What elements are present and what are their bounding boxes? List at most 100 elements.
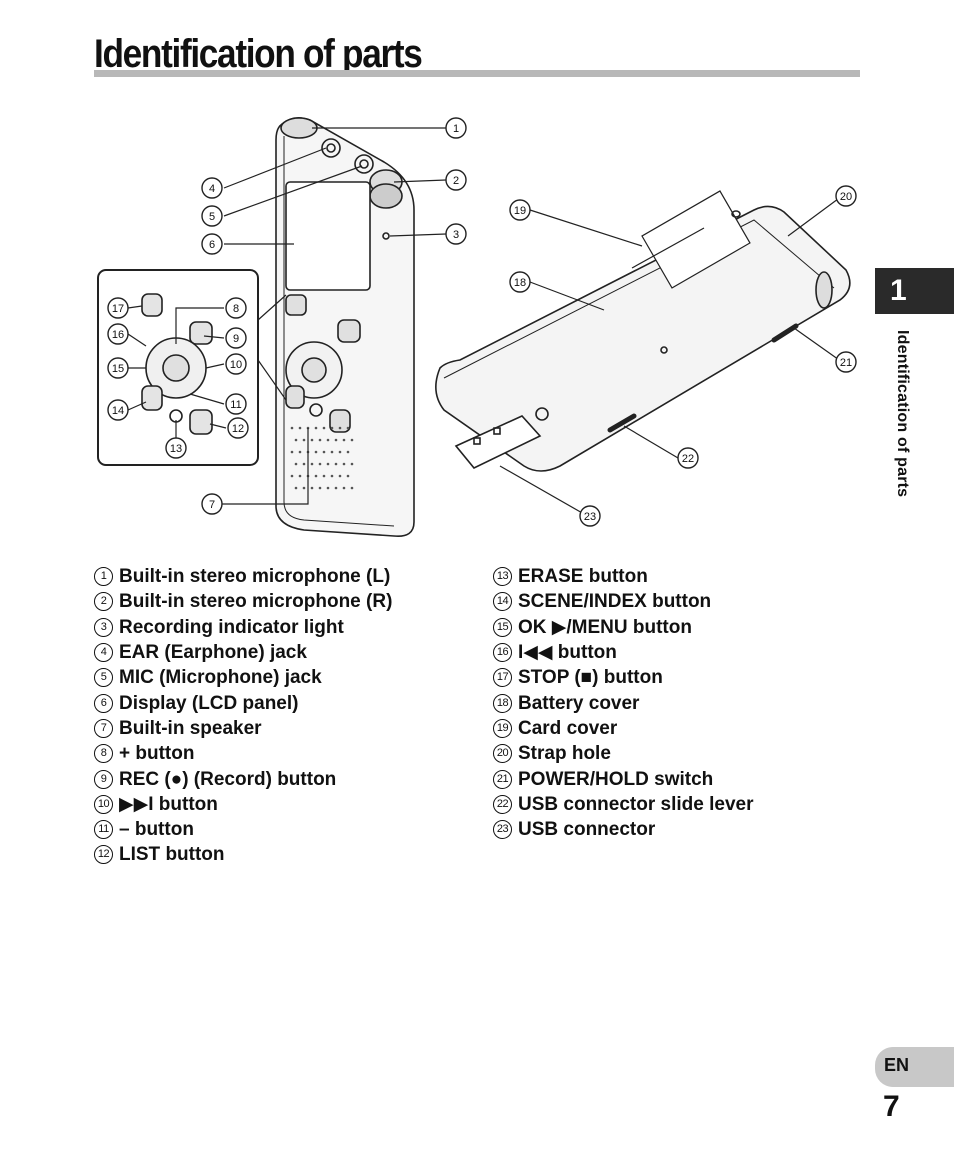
item-label: Built-in stereo microphone (L)	[119, 566, 391, 588]
item-label: MIC (Microphone) jack	[119, 667, 322, 689]
callout-2: 2	[453, 175, 459, 187]
item-number: 19	[493, 718, 512, 738]
callout-17: 17	[112, 303, 124, 315]
item-label: + button	[119, 743, 195, 765]
list-item: 2 Built-in stereo microphone (R)	[94, 589, 392, 614]
item-label: Built-in stereo microphone (R)	[119, 591, 393, 613]
list-item: 22 USB connector slide lever	[493, 792, 753, 817]
item-number: 6	[94, 693, 113, 713]
callout-7: 7	[209, 499, 215, 511]
list-item: 12 LIST button	[94, 842, 392, 867]
item-number: 20	[493, 744, 512, 764]
page-number: 7	[883, 1090, 900, 1123]
callout-16: 16	[112, 329, 124, 341]
callout-1: 1	[453, 123, 459, 135]
chapter-tab	[875, 268, 954, 314]
callout-10: 10	[230, 359, 242, 371]
list-item: 10 ▶▶I button	[94, 792, 392, 817]
callout-9: 9	[233, 333, 239, 345]
list-item: 3 Recording indicator light	[94, 615, 392, 640]
page-title: Identification of parts	[94, 32, 423, 76]
list-item: 1 Built-in stereo microphone (L)	[94, 564, 392, 589]
callout-18: 18	[514, 277, 526, 289]
item-number: 7	[94, 718, 113, 738]
callout-3: 3	[453, 229, 459, 241]
list-item: 21 POWER/HOLD switch	[493, 766, 753, 791]
item-label: Card cover	[518, 717, 618, 739]
list-item: 7 Built-in speaker	[94, 716, 392, 741]
callout-11: 11	[230, 399, 241, 411]
chapter-number: 1	[890, 274, 907, 307]
callout-14: 14	[112, 405, 124, 417]
list-item: 8 + button	[94, 741, 392, 766]
item-number: 18	[493, 693, 512, 713]
item-label: EAR (Earphone) jack	[119, 642, 307, 664]
item-label: REC (●) (Record) button	[119, 768, 337, 790]
list-item: 19 Card cover	[493, 716, 753, 741]
list-item: 11 – button	[94, 817, 392, 842]
item-number: 3	[94, 617, 113, 637]
item-number: 15	[493, 617, 512, 637]
callout-13: 13	[170, 443, 182, 455]
list-item: 23 USB connector	[493, 817, 753, 842]
list-item: 13 ERASE button	[493, 564, 753, 589]
list-item: 17 STOP (■) button	[493, 665, 753, 690]
callout-8: 8	[233, 303, 239, 315]
language-tab	[875, 1047, 954, 1087]
item-label: USB connector slide lever	[518, 793, 754, 815]
item-number: 14	[493, 592, 512, 612]
item-label: POWER/HOLD switch	[518, 768, 714, 790]
item-number: 4	[94, 643, 113, 663]
item-label: SCENE/INDEX button	[518, 591, 712, 613]
item-number: 10	[94, 794, 113, 814]
item-label: Display (LCD panel)	[119, 692, 299, 714]
item-label: – button	[119, 819, 194, 841]
list-item: 16 I◀◀ button	[493, 640, 753, 665]
item-number: 1	[94, 567, 113, 587]
item-label: LIST button	[119, 844, 225, 866]
item-number: 5	[94, 668, 113, 688]
item-label: Built-in speaker	[119, 717, 262, 739]
item-label: Battery cover	[518, 692, 640, 714]
item-label: ▶▶I button	[119, 793, 218, 815]
item-number: 16	[493, 643, 512, 663]
parts-list-right: 13 ERASE button 14 SCENE/INDEX button 15 OK…	[493, 564, 753, 842]
callout-20: 20	[840, 191, 852, 203]
callout-5: 5	[209, 211, 215, 223]
list-item: 14 SCENE/INDEX button	[493, 589, 753, 614]
item-number: 12	[94, 845, 113, 865]
item-number: 13	[493, 567, 512, 587]
item-label: USB connector	[518, 819, 656, 841]
item-label: Recording indicator light	[119, 616, 344, 638]
item-label: OK ▶/MENU button	[518, 616, 692, 638]
language-label: EN	[884, 1055, 910, 1075]
list-item: 4 EAR (Earphone) jack	[94, 640, 392, 665]
title-rule	[94, 70, 860, 77]
item-number: 23	[493, 820, 512, 840]
list-item: 20 Strap hole	[493, 741, 753, 766]
callout-15: 15	[112, 363, 124, 375]
recorder-rear-illustration	[435, 190, 851, 472]
callout-6: 6	[209, 239, 215, 251]
item-number: 2	[94, 592, 113, 612]
item-label: Strap hole	[518, 743, 611, 765]
recorder-front-illustration	[275, 116, 415, 538]
chapter-side-label: Identification of parts	[894, 330, 911, 498]
callout-12: 12	[232, 423, 244, 435]
item-label: I◀◀ button	[518, 642, 617, 664]
item-label: STOP (■) button	[518, 667, 663, 689]
item-label: ERASE button	[518, 566, 648, 588]
item-number: 21	[493, 769, 512, 789]
callout-23: 23	[584, 511, 596, 523]
list-item: 18 Battery cover	[493, 690, 753, 715]
callout-22: 22	[682, 453, 694, 465]
item-number: 17	[493, 668, 512, 688]
callout-19: 19	[514, 205, 526, 217]
list-item: 6 Display (LCD panel)	[94, 690, 392, 715]
item-number: 11	[94, 820, 113, 840]
callout-4: 4	[209, 183, 215, 195]
item-number: 8	[94, 744, 113, 764]
item-number: 22	[493, 794, 512, 814]
